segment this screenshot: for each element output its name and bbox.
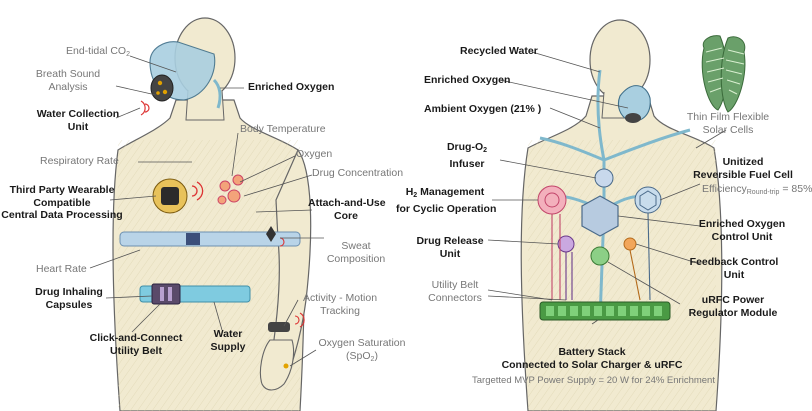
label-oxygen: Oxygen	[296, 148, 333, 160]
left-leader-lines	[89, 55, 324, 367]
right-mask	[617, 85, 651, 122]
label-ambient-oxygen: Ambient Oxygen (21% )	[424, 103, 542, 115]
label-mvp-power: Targetted MVP Power Supply = 20 W for 24…	[472, 375, 715, 386]
wrist-band	[268, 322, 290, 332]
label-left-enriched-oxygen: Enriched Oxygen	[248, 81, 335, 93]
left-figure-arm	[269, 148, 312, 371]
right-leader-lines	[487, 51, 727, 325]
label-recycled-water: Recycled Water	[460, 45, 538, 57]
label-body-temperature: Body Temperature	[240, 123, 326, 135]
label-drug-o2-infuser: Drug-O2 Infuser	[446, 141, 488, 170]
urfc-regulator-unit	[590, 246, 610, 266]
label-drug-concentration: Drug Concentration	[312, 167, 404, 179]
feedback-unit	[623, 237, 637, 251]
left-figure-hand	[259, 339, 295, 391]
label-heart-rate: Heart Rate	[36, 263, 87, 275]
solar-cells	[701, 35, 746, 113]
wiring	[551, 212, 651, 301]
right-figure	[520, 19, 746, 411]
label-h2-management: H2 Management for Cyclic Operation	[396, 186, 497, 215]
label-right-enriched-oxygen: Enriched Oxygen	[424, 74, 511, 86]
label-oxygen-saturation: Oxygen Saturation (SpO2)	[318, 337, 406, 363]
label-end-tidal-co2: End-tidal CO2	[65, 45, 130, 58]
label-efficiency: EfficiencyRound-trip = 85%	[702, 183, 812, 196]
central-core	[581, 195, 619, 237]
h2-management-unit	[537, 185, 567, 215]
label-respiratory-rate: Respiratory Rate	[40, 155, 119, 167]
drug-o2-infuser	[594, 168, 614, 188]
chest-strap	[119, 231, 301, 247]
left-figure	[112, 17, 312, 411]
